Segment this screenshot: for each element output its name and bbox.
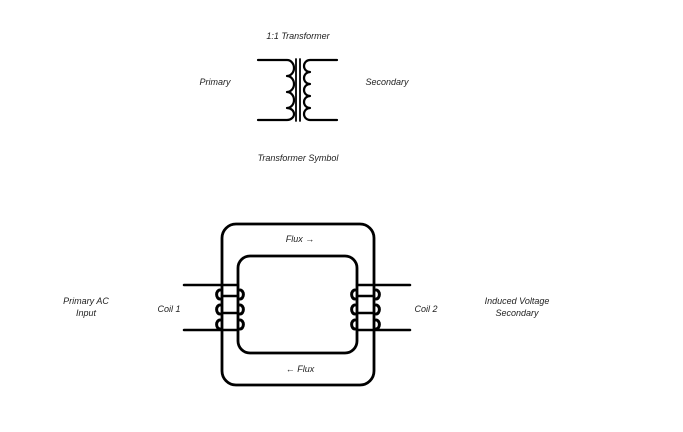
primary-input-label-line1: Primary AC [63,296,109,306]
flux-bottom-label: ← Flux [286,364,315,374]
secondary-output-label-line1: Induced Voltage [485,296,550,306]
coil-1-label: Coil 1 [157,304,180,314]
symbol-title: 1:1 Transformer [266,31,330,41]
primary-input-label-line2: Input [76,308,97,318]
coil-1-bumps-icon [215,288,222,331]
flux-top-label: Flux → [286,234,315,244]
coil-2-label: Coil 2 [414,304,437,314]
secondary-winding-icon [302,58,339,122]
transformer-symbol: 1:1 Transformer Primary Secondary Transf… [200,31,410,163]
coil-2-bumps-icon [350,288,357,331]
primary-label: Primary [200,77,231,87]
coil-2-bumps-outer-icon [374,288,381,331]
secondary-label: Secondary [365,77,409,87]
symbol-caption: Transformer Symbol [258,153,340,163]
outer-core [220,222,376,387]
secondary-output-label-line2: Secondary [495,308,539,318]
coil-1-bumps-inner-icon [238,288,245,331]
primary-winding-icon [256,58,296,122]
coil-2 [350,283,412,332]
coil-1 [182,283,245,332]
core-diagram: Flux → ← Flux Primary AC Input Coil 1 Co… [63,222,550,387]
inner-core [236,254,359,355]
